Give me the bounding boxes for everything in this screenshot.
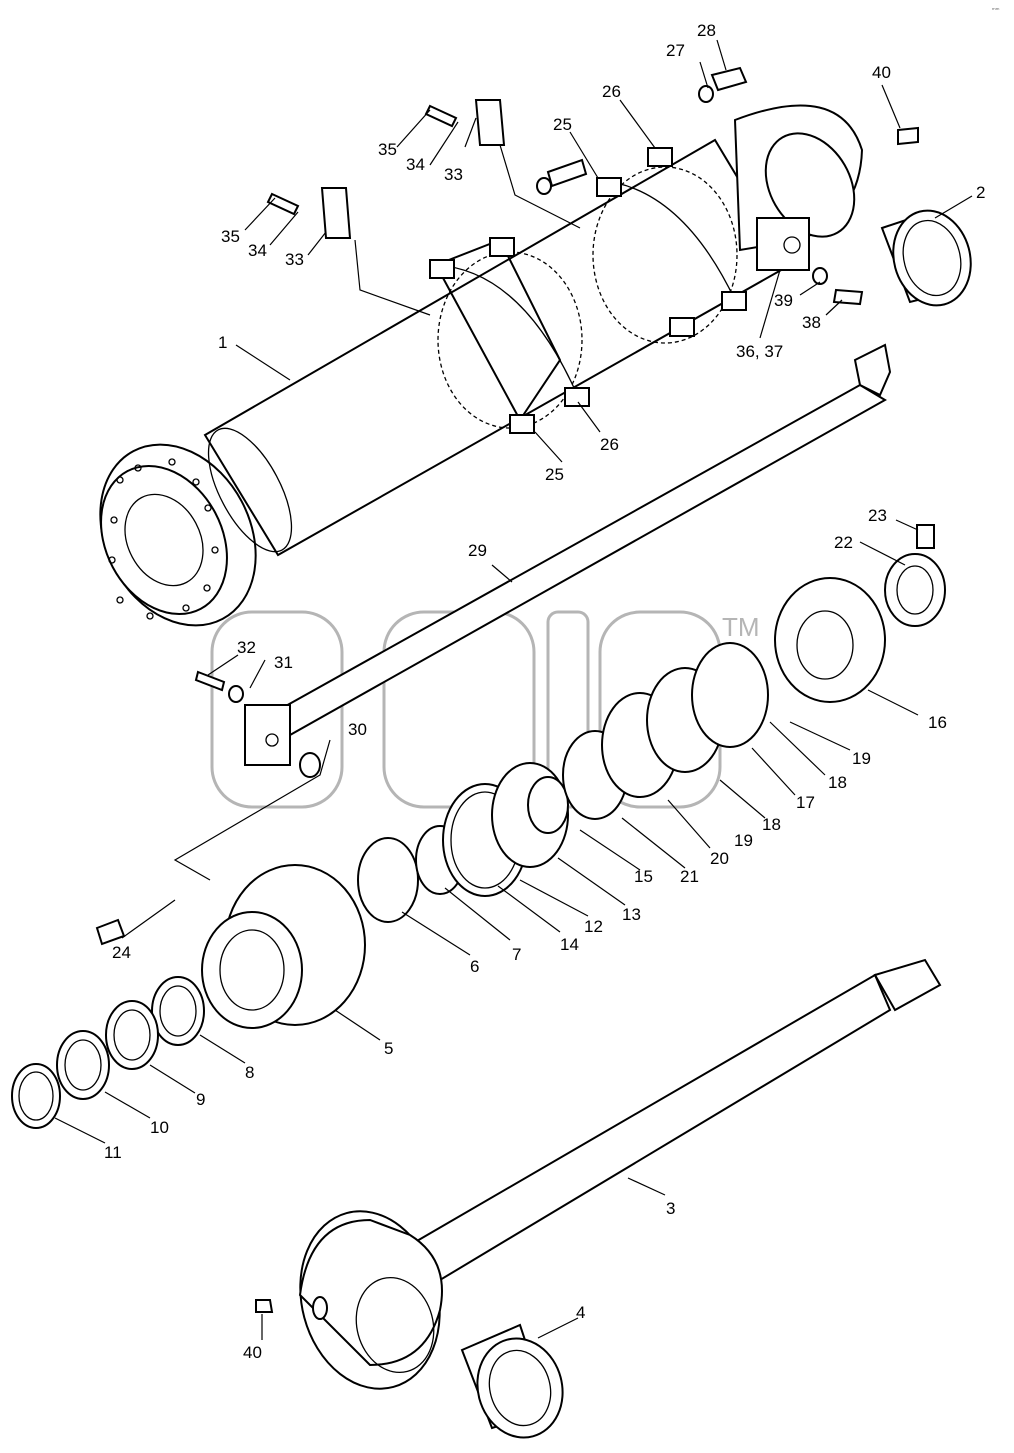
label-part-22: 22 <box>834 533 853 552</box>
label-part-20: 20 <box>710 849 729 868</box>
label-part-29: 29 <box>468 541 487 560</box>
leader-lines <box>54 39 973 1340</box>
label-part-33-b: 33 <box>285 250 304 269</box>
bushing-4 <box>460 1323 564 1439</box>
label-part-4: 4 <box>576 1303 585 1322</box>
label-part-36-37: 36, 37 <box>736 342 783 361</box>
label-part-30: 30 <box>348 720 367 739</box>
label-part-5: 5 <box>384 1039 393 1058</box>
label-part-40-b: 40 <box>243 1343 262 1362</box>
label-part-7: 7 <box>512 945 521 964</box>
label-part-13: 13 <box>622 905 641 924</box>
label-part-40-a: 40 <box>872 63 891 82</box>
label-part-34-a: 34 <box>406 155 425 174</box>
label-part-26-b: 26 <box>600 435 619 454</box>
label-part-18-a: 18 <box>828 773 847 792</box>
label-part-23: 23 <box>868 506 887 525</box>
label-part-33-a: 33 <box>444 165 463 184</box>
label-part-12: 12 <box>584 917 603 936</box>
bushing-2 <box>880 209 972 307</box>
corner-mark: ᵐᵐ <box>992 7 1000 14</box>
label-part-1: 1 <box>218 333 227 352</box>
label-part-16: 16 <box>928 713 947 732</box>
seal-rings <box>11 553 946 1129</box>
label-part-28: 28 <box>697 21 716 40</box>
cylinder-barrel <box>99 104 864 627</box>
label-part-35-b: 35 <box>221 227 240 246</box>
label-part-14: 14 <box>560 935 579 954</box>
label-part-35-a: 35 <box>378 140 397 159</box>
watermark-trademark: TM <box>722 612 760 642</box>
pipe-clamps <box>429 147 747 434</box>
part-labels: 1 2 3 4 5 6 7 8 9 10 11 12 13 14 15 16 1… <box>104 21 985 1362</box>
label-part-39: 39 <box>774 291 793 310</box>
label-part-27: 27 <box>666 41 685 60</box>
label-part-26-a: 26 <box>602 82 621 101</box>
label-part-24: 24 <box>112 943 131 962</box>
cylinder-head <box>201 864 366 1029</box>
label-part-25-b: 25 <box>545 465 564 484</box>
label-part-32: 32 <box>237 638 256 657</box>
label-part-15: 15 <box>634 867 653 886</box>
fasteners <box>95 66 935 1313</box>
label-part-25-a: 25 <box>553 115 572 134</box>
label-part-8: 8 <box>245 1063 254 1082</box>
label-part-11: 11 <box>104 1143 122 1162</box>
label-part-10: 10 <box>150 1118 169 1137</box>
label-part-34-b: 34 <box>248 241 267 260</box>
label-part-21: 21 <box>680 867 699 886</box>
hydraulic-tube <box>244 343 892 766</box>
label-part-9: 9 <box>196 1090 205 1109</box>
label-part-19-b: 19 <box>734 831 753 850</box>
label-part-2: 2 <box>976 183 985 202</box>
label-part-19-a: 19 <box>852 749 871 768</box>
label-part-17: 17 <box>796 793 815 812</box>
label-part-31: 31 <box>274 653 293 672</box>
label-part-6: 6 <box>470 957 479 976</box>
label-part-38: 38 <box>802 313 821 332</box>
label-part-18-b: 18 <box>762 815 781 834</box>
label-part-3: 3 <box>666 1199 675 1218</box>
piston-rod <box>298 958 942 1390</box>
